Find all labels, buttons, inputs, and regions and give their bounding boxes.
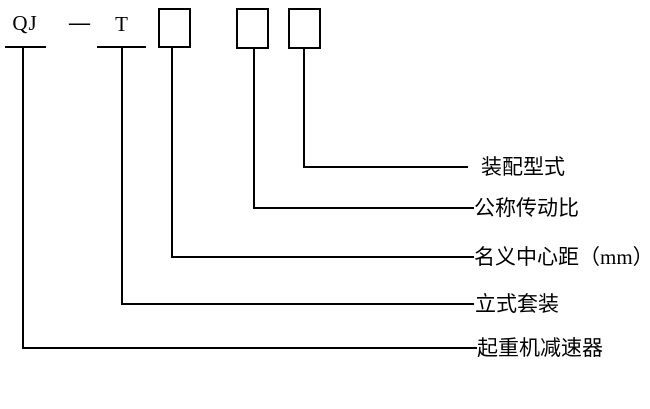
connector-crane-reducer-horizontal (22, 347, 477, 349)
label-nominal-ratio: 公称传动比 (474, 196, 579, 220)
connector-nominal-ratio-vertical (253, 47, 255, 209)
label-center-distance: 名义中心距（mm） (474, 245, 650, 269)
connector-vertical-set-vertical (121, 47, 123, 305)
separator-dash: — (69, 10, 90, 34)
label-vertical-set: 立式套装 (475, 292, 559, 316)
code-type: T (115, 12, 129, 36)
placeholder-box-1 (158, 8, 191, 48)
placeholder-box-3 (288, 8, 321, 49)
connector-assembly-type-vertical (303, 47, 305, 168)
code-prefix: QJ (12, 11, 38, 35)
connector-vertical-set-horizontal (121, 303, 474, 305)
connector-nominal-ratio-horizontal (253, 207, 474, 209)
label-crane-reducer: 起重机减速器 (477, 336, 603, 360)
placeholder-box-2 (236, 8, 269, 49)
label-assembly-type: 装配型式 (481, 155, 565, 179)
connector-crane-reducer-vertical (22, 47, 24, 349)
underline-prefix (5, 46, 46, 48)
connector-assembly-type-horizontal (303, 166, 468, 168)
connector-center-distance-horizontal (171, 256, 474, 258)
connector-center-distance-vertical (171, 47, 173, 258)
